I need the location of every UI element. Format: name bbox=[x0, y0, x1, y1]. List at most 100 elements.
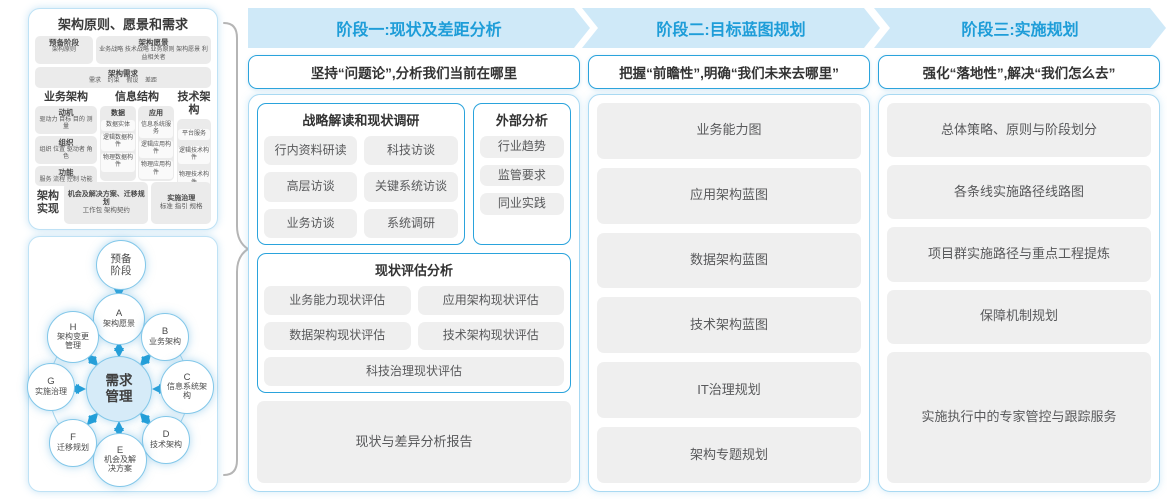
double-arrow-icon bbox=[86, 412, 99, 426]
app-item: 物理应用构件 bbox=[139, 160, 173, 179]
tech-item: 逻辑技术构件 bbox=[178, 146, 210, 165]
phase1-item: 科技治理现状评估 bbox=[264, 357, 564, 386]
requirements-title: 架构需求 bbox=[108, 69, 138, 78]
adm-node-d: D 技术架构 bbox=[142, 416, 190, 464]
phase1-item: 技术架构现状评估 bbox=[417, 321, 564, 351]
realization-row: 架构实现 机会及解决方案、迁移规划 工作包 架构契约 实施治理 标准 指引 规格 bbox=[35, 182, 211, 224]
tech-arch-box: 平台服务 逻辑技术构件 物理技术构件 bbox=[177, 118, 211, 191]
organization-sub: 组织 位置 驱动者 角色 bbox=[39, 146, 93, 161]
data-label: 数据 bbox=[111, 109, 125, 117]
phase2-item: 技术架构蓝图 bbox=[597, 297, 861, 354]
function-box: 功能 服务 流程 控制 功能 bbox=[35, 165, 97, 187]
adm-preliminary-label: 预备阶段 bbox=[110, 252, 132, 277]
phase1-item: 数据架构现状评估 bbox=[264, 321, 411, 351]
phase3-subtitle: 强化“落地性”,解决“我们怎么去” bbox=[878, 55, 1160, 89]
adm-node-b: B 业务架构 bbox=[141, 313, 189, 361]
phase2-item: 业务能力图 bbox=[597, 103, 861, 159]
phase3-item: 保障机制规划 bbox=[887, 289, 1151, 344]
phase2-banner: 阶段二:目标蓝图规划 bbox=[582, 8, 880, 48]
migration-box: 机会及解决方案、迁移规划 工作包 架构契约 bbox=[64, 182, 149, 224]
requirements-box: 架构需求 需求 约束 假设 差距 bbox=[35, 67, 211, 88]
phase3-item: 实施执行中的专家管控与跟踪服务 bbox=[887, 351, 1151, 484]
strategy-research-title: 战略解读和现状调研 bbox=[302, 113, 420, 128]
adm-node-g: G 实施治理 bbox=[27, 363, 75, 411]
phase3-item: 项目群实施路径与重点工程提炼 bbox=[887, 227, 1151, 282]
gap-analysis-report: 现状与差异分析报告 bbox=[257, 401, 571, 483]
data-item: 物理数据构件 bbox=[101, 153, 135, 172]
phase1-item: 应用架构现状评估 bbox=[417, 286, 564, 315]
app-subcolumn: 应用 信息系统服务 逻辑应用构件 物理应用构件 bbox=[138, 105, 174, 181]
phase1-item: 系统调研 bbox=[364, 208, 458, 238]
vision-sub: 业务战略 技术战略 业务原则 架构愿景 利益相关者 bbox=[99, 47, 208, 61]
prelim-sub: 架构原则 bbox=[51, 47, 76, 53]
data-subcolumn: 数据 数据实体 逻辑数据构件 物理数据构件 bbox=[100, 105, 136, 181]
external-analysis-group: 外部分析 行业趋势 监管要求 同业实践 bbox=[472, 103, 571, 245]
phase1-banner-label: 阶段一:现状及差距分析 bbox=[336, 22, 502, 39]
organization-title: 组织 bbox=[58, 137, 74, 147]
adm-node-preliminary: 预备阶段 bbox=[96, 240, 146, 290]
phase1-banner: 阶段一:现状及差距分析 bbox=[248, 8, 590, 48]
phase1-item: 关键系统访谈 bbox=[364, 172, 458, 202]
adm-node-f: F 迁移规划 bbox=[49, 419, 97, 467]
info-structure-column: 信息结构 数据 数据实体 逻辑数据构件 物理数据构件 应用 信息系统服务 逻辑应… bbox=[100, 90, 174, 181]
tech-arch-column: 技术架构 平台服务 逻辑技术构件 物理技术构件 bbox=[177, 90, 211, 191]
business-arch-column: 业务架构 动机 驱动力 目标 目的 测量 组织 组织 位置 驱动者 角色 功能 … bbox=[35, 90, 97, 187]
tech-item: 平台服务 bbox=[178, 128, 210, 141]
organization-box: 组织 组织 位置 驱动者 角色 bbox=[35, 135, 97, 164]
phase1-item: 行业趋势 bbox=[479, 136, 564, 158]
vision-title: 架构愿景 bbox=[138, 38, 169, 47]
phase1-item: 高层访谈 bbox=[264, 172, 358, 202]
phase2-item: 数据架构蓝图 bbox=[597, 232, 861, 289]
app-item: 信息系统服务 bbox=[139, 119, 173, 139]
panel-title: 架构原则、愿景和需求 bbox=[57, 17, 188, 32]
phase2-item: 应用架构蓝图 bbox=[597, 167, 861, 224]
phase1-item: 同业实践 bbox=[479, 193, 564, 215]
strategy-research-group: 战略解读和现状调研 行内资料研读 科技访谈 高层访谈 关键系统访谈 业务访谈 系… bbox=[257, 103, 465, 245]
adm-node-a: A 架构愿景 bbox=[93, 293, 145, 345]
function-title: 功能 bbox=[58, 167, 74, 177]
motivation-box: 动机 驱动力 目标 目的 测量 bbox=[35, 105, 97, 134]
adm-cycle-panel: 预备阶段 A 架构愿景 B 业务架构 C 信息系统架构 D 技术架构 E 机会及… bbox=[27, 236, 218, 492]
app-item: 逻辑应用构件 bbox=[139, 140, 173, 159]
phase2-item: IT治理规划 bbox=[597, 362, 861, 419]
phase1-item: 业务访谈 bbox=[264, 208, 358, 238]
adm-center-node: 需求管理 bbox=[86, 356, 152, 422]
governance-title: 实施治理 bbox=[167, 194, 196, 202]
adm-node-c: C 信息系统架构 bbox=[160, 360, 214, 414]
phase2-item: 架构专题规划 bbox=[597, 427, 861, 483]
phase2-banner-label: 阶段二:目标蓝图规划 bbox=[656, 22, 806, 39]
vision-box: 架构愿景 业务战略 技术战略 业务原则 架构愿景 利益相关者 bbox=[96, 36, 211, 64]
adm-node-h: H 架构变更管理 bbox=[47, 311, 99, 363]
phase1-subtitle: 坚持“问题论”,分析我们当前在哪里 bbox=[248, 55, 580, 89]
motivation-sub: 驱动力 目标 目的 测量 bbox=[39, 116, 93, 131]
business-arch-header: 业务架构 bbox=[44, 90, 88, 103]
info-structure-header: 信息结构 bbox=[115, 90, 159, 103]
phase3-banner: 阶段三:实施规划 bbox=[874, 8, 1166, 48]
requirements-sub: 需求 约束 假设 差距 bbox=[88, 78, 157, 84]
phase2-column: 业务能力图 应用架构蓝图 数据架构蓝图 技术架构蓝图 IT治理规划 架构专题规划 bbox=[588, 94, 870, 492]
phase2-subtitle: 把握“前瞻性”,明确“我们未来去哪里” bbox=[588, 55, 870, 89]
function-sub: 服务 流程 控制 功能 bbox=[39, 176, 93, 183]
prelim-vision-row: 预备阶段 架构原则 架构愿景 业务战略 技术战略 业务原则 架构愿景 利益相关者 bbox=[35, 36, 211, 64]
data-item: 逻辑数据构件 bbox=[101, 132, 135, 152]
realization-label: 架构实现 bbox=[37, 190, 59, 215]
phase1-item: 业务能力现状评估 bbox=[264, 286, 411, 315]
motivation-title: 动机 bbox=[58, 107, 74, 117]
migration-title: 机会及解决方案、迁移规划 bbox=[67, 190, 145, 206]
phase1-item: 监管要求 bbox=[479, 164, 564, 187]
architecture-principles-panel: 架构原则、愿景和需求 预备阶段 架构原则 架构愿景 业务战略 技术战略 业务原则… bbox=[28, 8, 218, 230]
governance-sub: 标准 指引 规格 bbox=[159, 203, 203, 211]
tech-arch-header: 技术架构 bbox=[177, 90, 211, 116]
prelim-box: 预备阶段 架构原则 bbox=[35, 36, 93, 64]
migration-sub: 工作包 架构契约 bbox=[82, 207, 130, 215]
phase3-column: 总体策略、原则与阶段划分 各条线实施路径线路图 项目群实施路径与重点工程提炼 保… bbox=[878, 94, 1160, 492]
assessment-group: 现状评估分析 业务能力现状评估 应用架构现状评估 数据架构现状评估 技术架构现状… bbox=[257, 253, 571, 393]
assessment-title: 现状评估分析 bbox=[374, 263, 453, 278]
adm-center-label: 需求管理 bbox=[105, 373, 133, 404]
data-item: 数据实体 bbox=[101, 119, 135, 131]
prelim-title: 预备阶段 bbox=[49, 38, 79, 47]
adm-node-e: E 机会及解决方案 bbox=[93, 433, 147, 487]
phase3-item: 各条线实施路径线路图 bbox=[887, 165, 1151, 220]
phase1-item: 科技访谈 bbox=[364, 136, 458, 166]
